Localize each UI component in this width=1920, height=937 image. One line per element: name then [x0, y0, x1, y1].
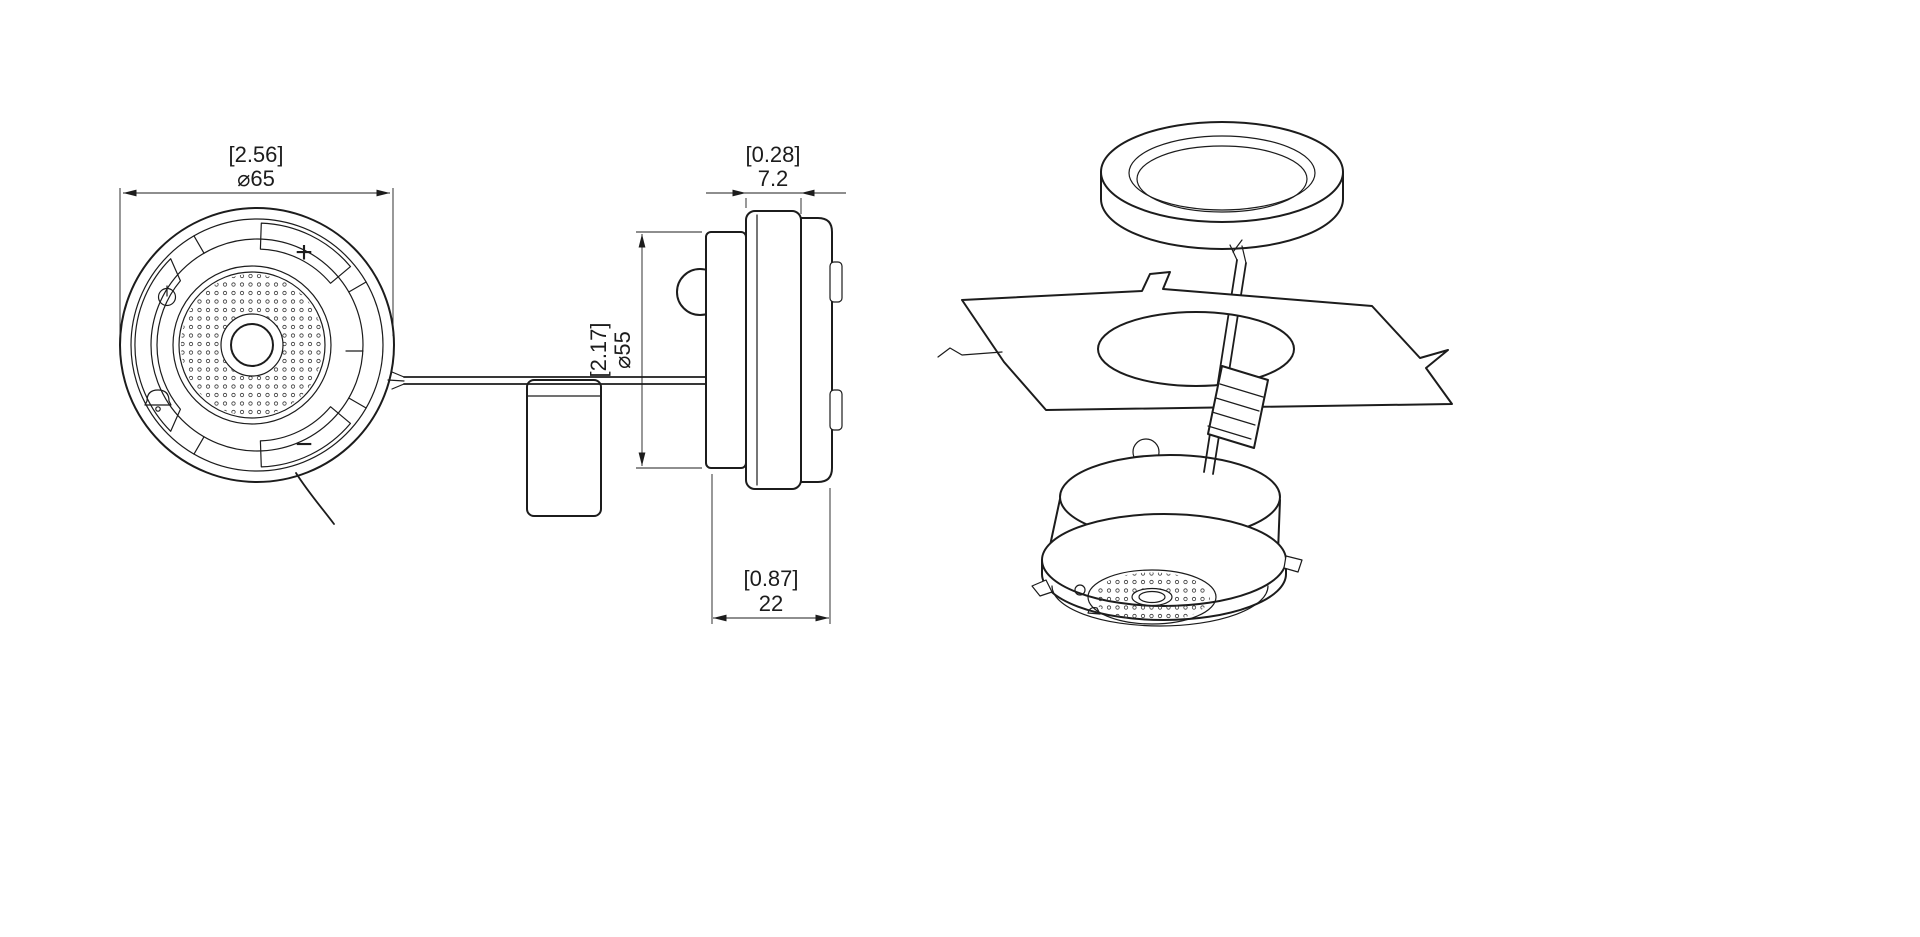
- bell-icon: [1087, 606, 1101, 615]
- indicator-icon: [1074, 584, 1086, 596]
- wire-strand: [391, 383, 405, 390]
- grille-perforations: [181, 274, 323, 416]
- wire-label: [1207, 365, 1269, 449]
- driver-housing: [705, 231, 747, 469]
- pouch: [526, 379, 602, 517]
- mounting-tab: [1031, 579, 1053, 597]
- grille-center-ring: [220, 313, 284, 377]
- depth-mm: 22: [759, 591, 783, 616]
- trim-ring: [1100, 121, 1344, 250]
- plus-terminal-tab: [259, 222, 352, 284]
- label-stripe: [1215, 397, 1260, 412]
- ring-top-face: [1100, 121, 1344, 223]
- bezel-arc: [1051, 585, 1269, 627]
- mounting-tab: [1283, 555, 1303, 573]
- grille-center-hole: [1138, 590, 1166, 604]
- indicator-icon: [157, 285, 177, 307]
- ring-inner-lip: [1136, 145, 1308, 213]
- body-diameter-mm: ⌀55: [610, 331, 635, 369]
- inner-rim: [130, 218, 384, 472]
- seam-line: [348, 281, 367, 293]
- terminal-clip: [829, 261, 843, 303]
- wire-strand: [391, 371, 405, 378]
- mounting-plate: [961, 271, 1453, 411]
- seam-line: [348, 397, 367, 409]
- left-icon-tab: [134, 258, 181, 432]
- label-stripe: [1207, 425, 1252, 440]
- ring-inner-edge: [1128, 135, 1316, 211]
- grille-perforations: [1094, 572, 1210, 622]
- grille-ring: [178, 271, 326, 419]
- seam-line: [193, 235, 205, 254]
- back-cover: [800, 217, 833, 483]
- outer-rim: [119, 207, 395, 483]
- grille-outer-ring: [1087, 569, 1217, 625]
- body-diameter-dimension: [2.17] ⌀55: [586, 231, 702, 469]
- minus-terminal-tab: [259, 406, 352, 468]
- center-hole: [230, 323, 274, 367]
- flange-thickness-dimension: [0.28] 7.2: [706, 142, 846, 214]
- front-diameter-inches: [2.56]: [228, 142, 283, 167]
- side-view: [0.28] 7.2 [2.17] ⌀55 [0.87] 22: [387, 142, 846, 624]
- front-view: [2.56] ⌀65 + −: [119, 142, 395, 525]
- depth-dimension: [0.87] 22: [711, 474, 831, 624]
- label-stripe: [1219, 383, 1264, 398]
- wire-curve: [295, 472, 335, 525]
- wire-strand: [387, 379, 405, 382]
- flange-mm: 7.2: [758, 166, 789, 191]
- front-diameter-mm: ⌀65: [237, 166, 275, 191]
- panel-ring: [150, 238, 364, 452]
- front-diameter-dimension: [2.56] ⌀65: [119, 142, 394, 336]
- wire-strand: [1232, 239, 1243, 253]
- label-stripe: [1211, 411, 1256, 426]
- terminal-clip: [829, 389, 843, 431]
- plate-break-line: [937, 347, 1003, 358]
- ring-bottom-arc: [1100, 198, 1344, 250]
- bell-icon: [144, 389, 172, 412]
- exploded-view: [937, 121, 1453, 627]
- depth-inches: [0.87]: [743, 566, 798, 591]
- minus-marking: −: [295, 428, 313, 461]
- front-bezel: [745, 210, 802, 490]
- plus-marking: +: [295, 236, 313, 269]
- grille-outer-ring: [172, 265, 332, 425]
- body-diameter-inches: [2.17]: [586, 322, 611, 377]
- flange-inches: [0.28]: [745, 142, 800, 167]
- seam-line: [193, 436, 205, 455]
- grille-center-ring: [1131, 587, 1173, 607]
- wire-strand: [1229, 244, 1238, 261]
